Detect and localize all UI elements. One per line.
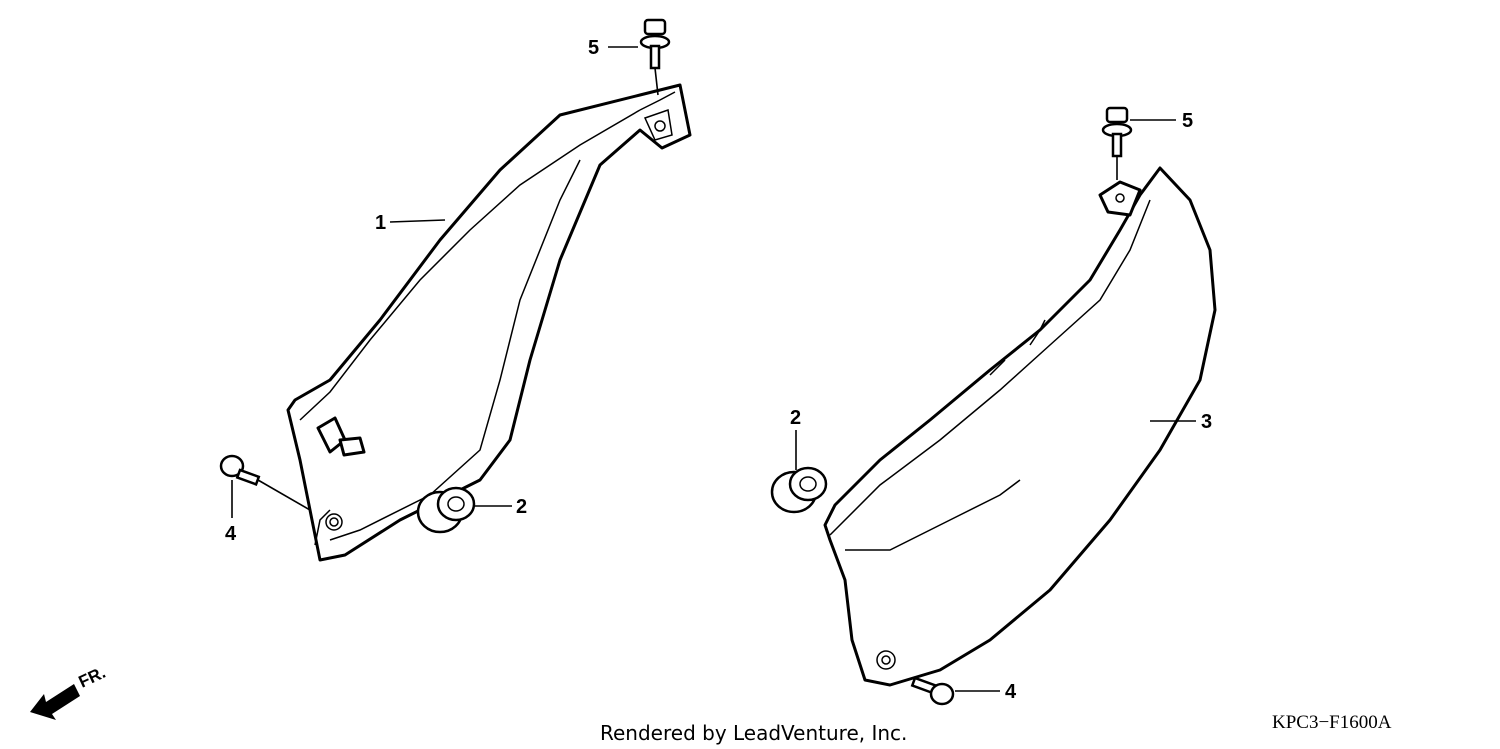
front-label: FR. [76,663,109,692]
callout-5-bolt-right: 5 [1182,110,1193,132]
bolt-left[interactable] [639,18,671,70]
callout-5-bolt-left: 5 [588,37,599,59]
callout-4-screw-right: 4 [1005,681,1017,703]
callout-1-left-cover: 1 [375,212,386,234]
callout-3-right-cover: 3 [1201,411,1212,433]
grommet-left[interactable] [416,486,476,534]
screw-left[interactable] [219,454,261,486]
render-credit: Rendered by LeadVenture, Inc. [600,721,907,745]
callout-2-grommet-right: 2 [790,407,801,429]
diagram-code: KPC3−F1600A [1272,712,1392,733]
right-side-cover[interactable] [823,166,1217,687]
bolt-right[interactable] [1101,106,1133,158]
screw-right[interactable] [910,676,955,706]
callout-4-screw-left: 4 [225,523,237,545]
grommet-right[interactable] [770,466,828,514]
callout-2-grommet-left: 2 [516,496,527,518]
front-arrow-icon [30,684,80,720]
left-side-cover[interactable] [286,83,692,562]
leader-lines [231,46,1196,692]
front-direction-indicator: FR. [30,663,109,720]
